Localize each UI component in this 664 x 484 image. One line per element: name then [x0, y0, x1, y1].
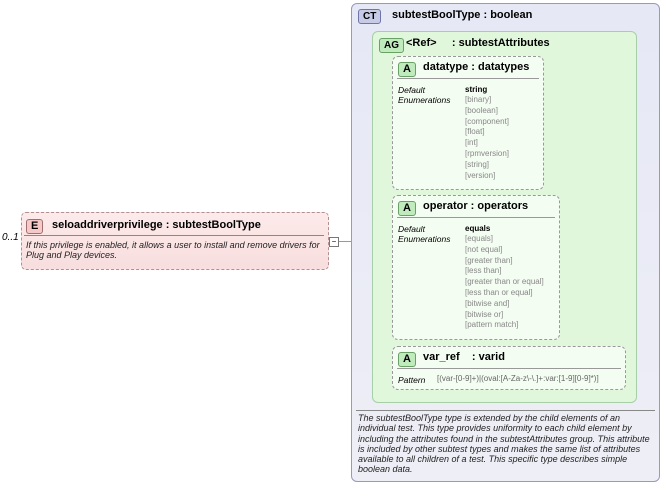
element-divider [24, 235, 324, 236]
attribute-operator-box[interactable]: A operator : operators Default Enumerati… [392, 195, 560, 340]
enumeration-list: [equals] [not equal] [greater than] [les… [465, 234, 544, 331]
attribute-datatype-box[interactable]: A datatype : datatypes Default Enumerati… [392, 56, 544, 190]
default-label: Default [398, 85, 425, 95]
enum-item: [int] [465, 138, 478, 148]
attribute-divider [397, 78, 539, 79]
enum-item: [greater than] [465, 255, 513, 265]
enum-item: [binary] [465, 95, 492, 104]
enum-item: [bitwise or] [465, 309, 504, 319]
connector-line [339, 241, 351, 242]
attribute-badge-icon: A [398, 62, 416, 77]
enumeration-list: [binary] [boolean] [component] [float] [… [465, 95, 509, 181]
attribute-title: datatype : datatypes [423, 61, 530, 73]
complex-type-box[interactable]: CT subtestBoolType : boolean AG <Ref> : … [351, 3, 660, 482]
element-documentation: If this privilege is enabled, it allows … [26, 240, 320, 260]
attribute-badge-icon: A [398, 201, 416, 216]
attribute-var-ref-box[interactable]: A var_ref : varid Pattern [(var-[0-9]+)|… [392, 346, 626, 390]
default-value: string [465, 85, 488, 94]
attribute-group-title: <Ref> : subtestAttributes [406, 37, 550, 49]
enum-item: [not equal] [465, 244, 503, 254]
attribute-title: operator : operators [423, 200, 529, 212]
complex-type-badge-icon: CT [358, 9, 382, 24]
default-label: Default [398, 224, 425, 234]
enum-item: [boolean] [465, 105, 498, 115]
complex-type-divider [356, 410, 655, 411]
attribute-badge-icon: A [398, 352, 416, 367]
collapse-toggle-icon[interactable]: − [329, 237, 339, 247]
enum-item: [version] [465, 170, 496, 180]
complex-type-title: subtestBoolType : boolean [392, 9, 533, 21]
enum-item: [component] [465, 116, 510, 126]
enum-item: [less than or equal] [465, 287, 533, 297]
enumerations-label: Enumerations [398, 95, 451, 105]
attribute-title: var_ref : varid [423, 351, 505, 363]
cardinality-label: 0..1 [2, 232, 19, 243]
enum-item: [pattern match] [465, 320, 519, 330]
element-box[interactable]: E seloaddriverprivilege : subtestBoolTyp… [21, 212, 329, 270]
enum-item: [rpmversion] [465, 148, 510, 158]
enum-item: [bitwise and] [465, 298, 510, 308]
element-title: seloaddriverprivilege : subtestBoolType [52, 219, 261, 231]
enum-item: [less than] [465, 266, 502, 276]
element-badge-icon: E [26, 219, 44, 234]
pattern-value: [(var-[0-9]+)|(oval:[A-Za-z\-\.]+:var:[1… [437, 374, 599, 383]
enumerations-label: Enumerations [398, 234, 451, 244]
attribute-divider [397, 217, 555, 218]
pattern-label: Pattern [398, 375, 426, 385]
enum-item: [greater than or equal] [465, 277, 544, 287]
attribute-group-box[interactable]: AG <Ref> : subtestAttributes A datatype … [372, 31, 637, 403]
enum-item: [equals] [465, 234, 494, 243]
default-value: equals [465, 224, 491, 233]
attribute-group-badge-icon: AG [379, 38, 404, 53]
enum-item: [float] [465, 127, 485, 137]
enum-item: [string] [465, 159, 490, 169]
attribute-divider [397, 368, 621, 369]
complex-type-documentation: The subtestBoolType type is extended by … [358, 413, 650, 475]
